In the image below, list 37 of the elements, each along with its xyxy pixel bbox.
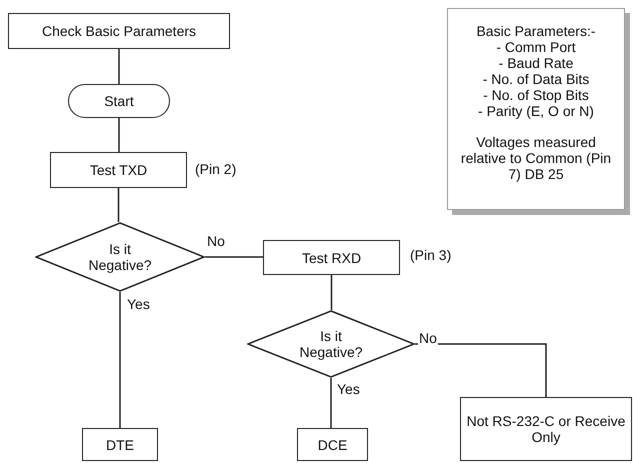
connector-line: [118, 49, 120, 84]
process-box: [297, 428, 368, 461]
list-item: - Parity (E, O or N): [478, 103, 594, 119]
node-label: Is it Negative?: [87, 241, 153, 273]
connector-line: [118, 188, 120, 222]
list-item: - Comm Port: [496, 39, 576, 55]
process-box: [263, 240, 400, 275]
edge-label: No: [206, 234, 226, 249]
edge-label: No: [418, 331, 438, 346]
list-item: - No. of Data Bits: [482, 71, 590, 87]
list-item: - No. of Stop Bits: [483, 87, 589, 103]
list-item: - Baud Rate: [498, 55, 574, 71]
pin-note: (Pin 3): [410, 247, 452, 263]
note-heading: Basic Parameters:-: [476, 23, 596, 39]
note-text: Voltages measured relative to Common (Pin 7) DB 25: [460, 134, 612, 182]
connector-line: [415, 343, 547, 397]
connector-line: [330, 378, 332, 428]
process-box: [82, 428, 158, 461]
node-label: Not RS-232-C or Receive Only: [466, 413, 626, 445]
connector-line: [205, 256, 263, 258]
connector-line: [330, 275, 332, 310]
pin-note: (Pin 2): [195, 161, 236, 177]
connector-line: [118, 118, 120, 152]
connector-line: [119, 292, 121, 428]
edge-label: Yes: [336, 382, 361, 397]
node-label: Test RXD: [302, 250, 362, 266]
node-label: Test TXD: [90, 162, 148, 178]
process-box: [460, 397, 632, 461]
node-label: DCE: [318, 436, 348, 452]
node-label: Check Basic Parameters: [42, 23, 196, 39]
edge-label: Yes: [126, 297, 151, 312]
node-label: Is it Negative?: [298, 328, 364, 360]
node-label: DTE: [106, 436, 134, 452]
node-label: Start: [104, 93, 134, 109]
start-terminator: [68, 84, 170, 118]
process-box: [50, 152, 187, 188]
process-box: [8, 13, 230, 49]
